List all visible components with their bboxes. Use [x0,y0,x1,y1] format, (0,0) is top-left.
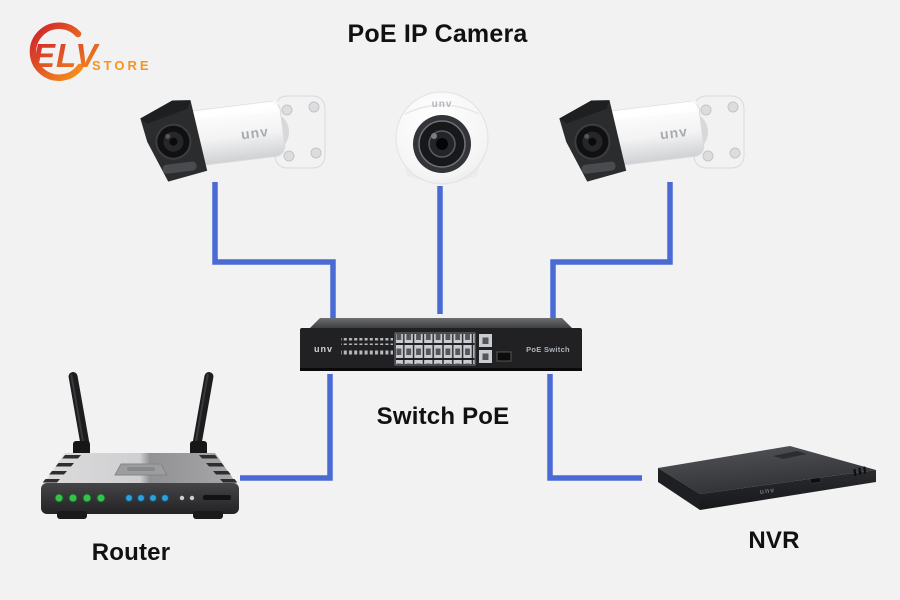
elv-store-logo: ELV STORE [29,22,152,81]
router-label: Router [91,539,171,566]
brand-text: unv [659,123,689,142]
router-status-leds [54,493,195,503]
wire-switch-to-nvr [547,374,642,481]
nvr-front [700,470,876,510]
wire-camera-right-to-switch [550,182,673,318]
poe-switch: unv PoE Switch [300,318,582,371]
router [39,371,241,519]
nvr-front-details: unv [759,466,867,496]
switch-label: Switch PoE [376,403,510,430]
led-indicators [341,338,393,345]
turret-camera-center: unv [395,91,489,185]
camera-lens [413,115,471,173]
nvr: unv [658,446,876,510]
camera-body: unv [140,100,286,182]
usb-port [810,477,822,484]
bullet-camera-left: unv [140,95,326,182]
switch-panel-text: PoE Switch [526,345,570,354]
wire-switch-to-router [240,374,333,481]
bullet-camera-right: unv [559,95,745,182]
uplink-ports [479,334,492,363]
brand-text: unv [759,487,775,496]
router-antenna-left [68,371,90,449]
logo-swoosh [29,22,84,81]
wire-camera-left-to-switch [212,182,336,318]
router-antenna-right [192,371,214,449]
nvr-front-left [658,468,700,510]
rj45-ports-top [396,334,475,349]
sfp-port [496,351,512,362]
camera-body: unv [559,100,705,182]
brand-text: unv [314,344,333,354]
page-title: PoE IP Camera [347,20,528,48]
nvr-top [658,446,876,494]
logo-text-sub: STORE [92,58,152,73]
brand-text: unv [432,99,453,110]
rj45-ports-bottom [396,349,475,364]
logo-text-main: ELV [33,37,100,74]
brand-text: unv [240,123,270,142]
nvr-label: NVR [748,527,800,554]
